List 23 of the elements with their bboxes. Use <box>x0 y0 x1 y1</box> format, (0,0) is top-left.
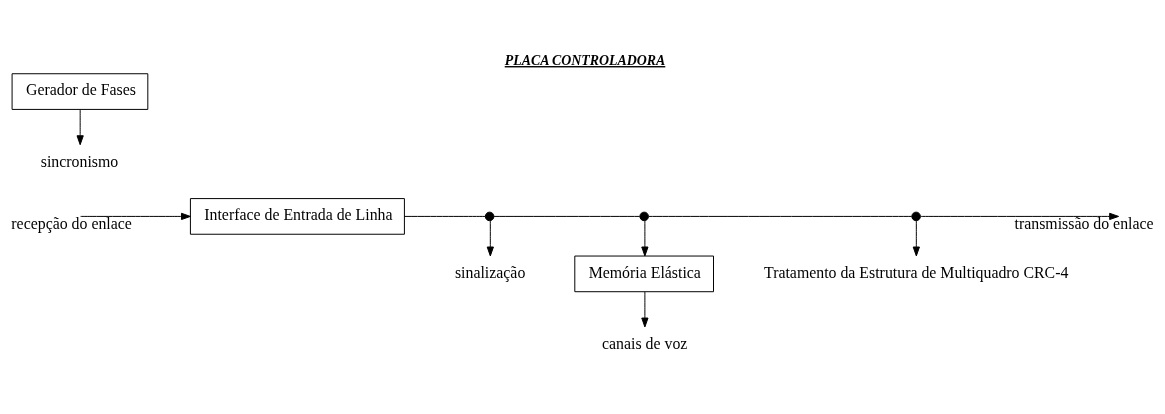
node-text: Tratamento da Estrutura de Multiquadro CRC-4 <box>764 263 1069 281</box>
node-box: Gerador de Fases <box>11 73 149 110</box>
edge-label: transmissão do enlace <box>1014 215 1154 233</box>
node-box: Memória Elástica <box>574 255 714 293</box>
node-circle <box>639 211 649 222</box>
node-circle <box>911 211 921 222</box>
node-circle <box>484 211 495 222</box>
arrow <box>641 220 649 257</box>
connector <box>648 215 913 217</box>
arrow <box>920 212 1120 221</box>
connector <box>403 215 486 217</box>
node-text: sinalização <box>454 263 526 281</box>
node-box: Interface de Entrada de Linha <box>189 198 405 235</box>
diagram-title: PLACA CONTROLADORA <box>504 53 666 69</box>
arrow <box>76 109 84 146</box>
node-text: canais de voz <box>602 334 688 352</box>
arrow <box>912 220 920 257</box>
edge-label: recepção do enlace <box>11 215 132 233</box>
connector <box>493 215 641 217</box>
node-text: sincronismo <box>40 152 119 170</box>
arrow <box>80 212 191 221</box>
arrow <box>641 291 649 328</box>
arrow <box>486 220 494 257</box>
